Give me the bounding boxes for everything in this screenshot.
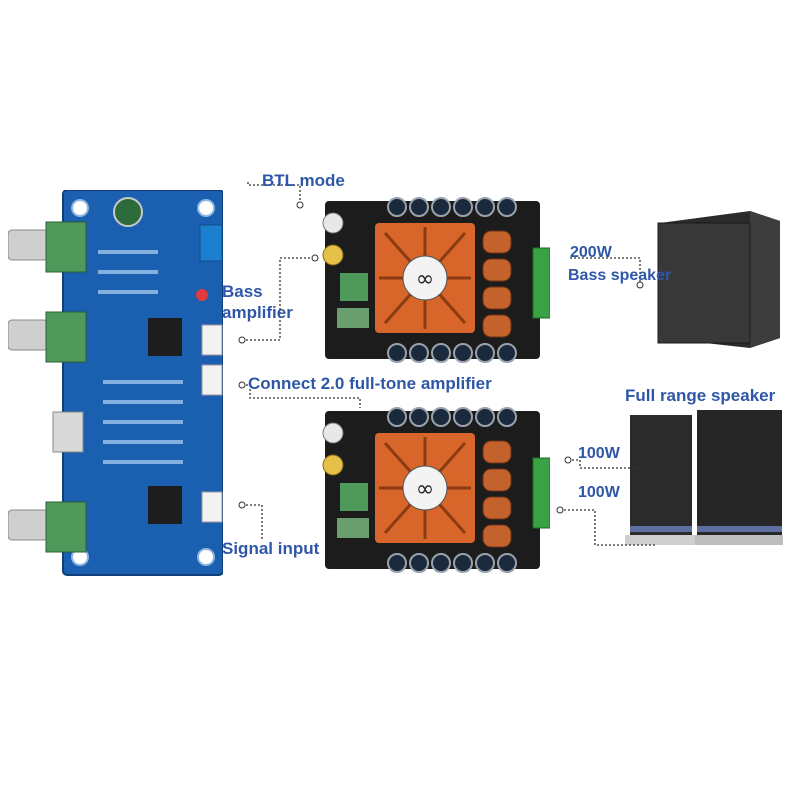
full-range-speaker-label: Full range speaker <box>625 386 776 405</box>
tone-preamp-board-illustration <box>8 190 223 576</box>
amplifier-board-top: ∞ <box>315 193 550 363</box>
amplifier-board-bottom-illustration: ∞ <box>322 407 550 573</box>
bass-amplifier-label-line2: amplifier <box>222 302 293 322</box>
subwoofer-illustration <box>657 211 780 348</box>
full-watt-right-label: 100W <box>578 484 620 501</box>
svg-text:∞: ∞ <box>416 267 434 292</box>
bass-speaker-label: Bass speaker <box>568 267 672 284</box>
full-watt-left-label: 100W <box>578 445 620 462</box>
tone-preamp-board <box>8 190 223 580</box>
bookshelf-speaker-icon <box>625 410 785 550</box>
connect-full-tone-label: Connect 2.0 full-tone amplifier <box>248 374 492 393</box>
subwoofer-speaker-icon <box>650 203 785 348</box>
signal-input-label: Signal input <box>222 539 320 558</box>
bass-watt-label: 200W <box>570 244 612 261</box>
bookshelf-speakers-illustration <box>625 410 783 545</box>
btl-mode-label: BTL mode <box>262 171 345 190</box>
bass-amplifier-label-line1: Bass <box>222 282 263 301</box>
svg-text:∞: ∞ <box>416 477 434 502</box>
bass-amplifier-label: Bass amplifier <box>222 283 293 322</box>
amplifier-board-bottom: ∞ <box>315 403 550 573</box>
amplifier-board-top-illustration: ∞ <box>322 197 550 363</box>
